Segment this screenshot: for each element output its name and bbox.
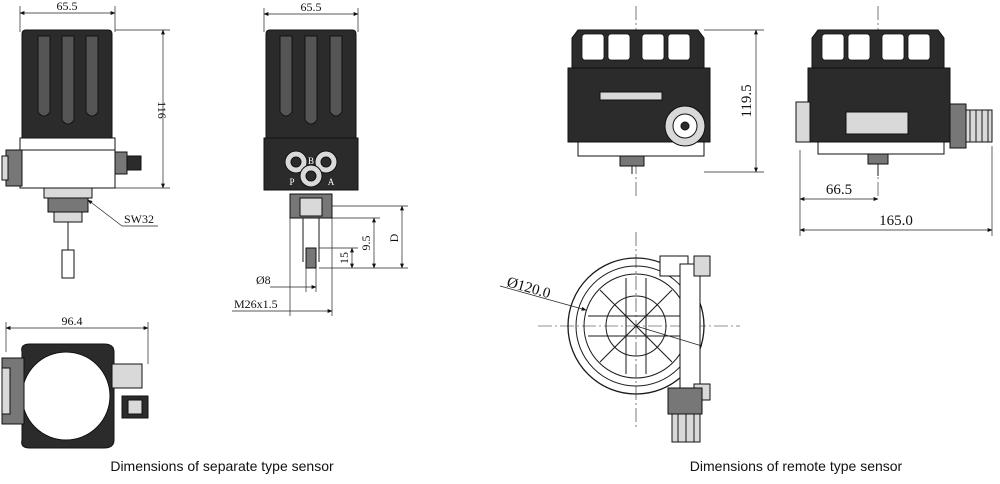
dimension-15-label: 15 — [337, 252, 351, 264]
remote-diameter-label: Ø120.0 — [505, 274, 552, 302]
remote-front-view: 119.5 — [567, 6, 764, 196]
remote-top-view: Ø120.0 — [499, 232, 740, 443]
hex-nut — [47, 197, 89, 213]
caption-remote: Dimensions of remote type sensor — [690, 458, 903, 474]
wrench-size-label: SW32 — [124, 212, 154, 226]
separate-rear-view: 65.5 B P A D 9.5 15 Ø — [232, 0, 408, 316]
remote-width-label: 165.0 — [879, 213, 913, 229]
probe-diameter-label: Ø8 — [256, 273, 271, 287]
rear-width-label: 65.5 — [301, 0, 322, 14]
remote-height-label: 119.5 — [739, 84, 755, 117]
probe — [61, 249, 75, 279]
remote-top-gland — [667, 387, 703, 415]
port-label-p: P — [289, 177, 294, 187]
remote-top-outer-ring — [567, 257, 705, 395]
right-connector — [114, 151, 128, 175]
caption-separate: Dimensions of separate type sensor — [110, 458, 334, 474]
top-right-connector — [111, 363, 143, 389]
dimension-width-label: 65.5 — [57, 0, 78, 13]
rear-probe — [305, 247, 317, 269]
port-label-b: B — [308, 156, 314, 166]
dimension-height-label: 116 — [155, 101, 169, 119]
dimension-d-label: D — [387, 233, 401, 242]
remote-side-view: 66.5 165.0 — [795, 6, 993, 236]
rear-body — [263, 137, 359, 191]
remote-side-gland — [949, 103, 967, 149]
port-label-a: A — [328, 177, 335, 187]
sensor-body — [19, 137, 116, 189]
thread-size-label: M26x1.5 — [234, 297, 278, 311]
separate-top-view: 96.4 — [1, 314, 149, 449]
top-width-label: 96.4 — [62, 314, 83, 328]
separate-side-view: 65.5 116 SW32 — [1, 0, 170, 279]
remote-offset-label: 66.5 — [826, 182, 852, 198]
dimension-9-5-label: 9.5 — [359, 236, 373, 251]
top-cap-circle — [21, 351, 111, 441]
